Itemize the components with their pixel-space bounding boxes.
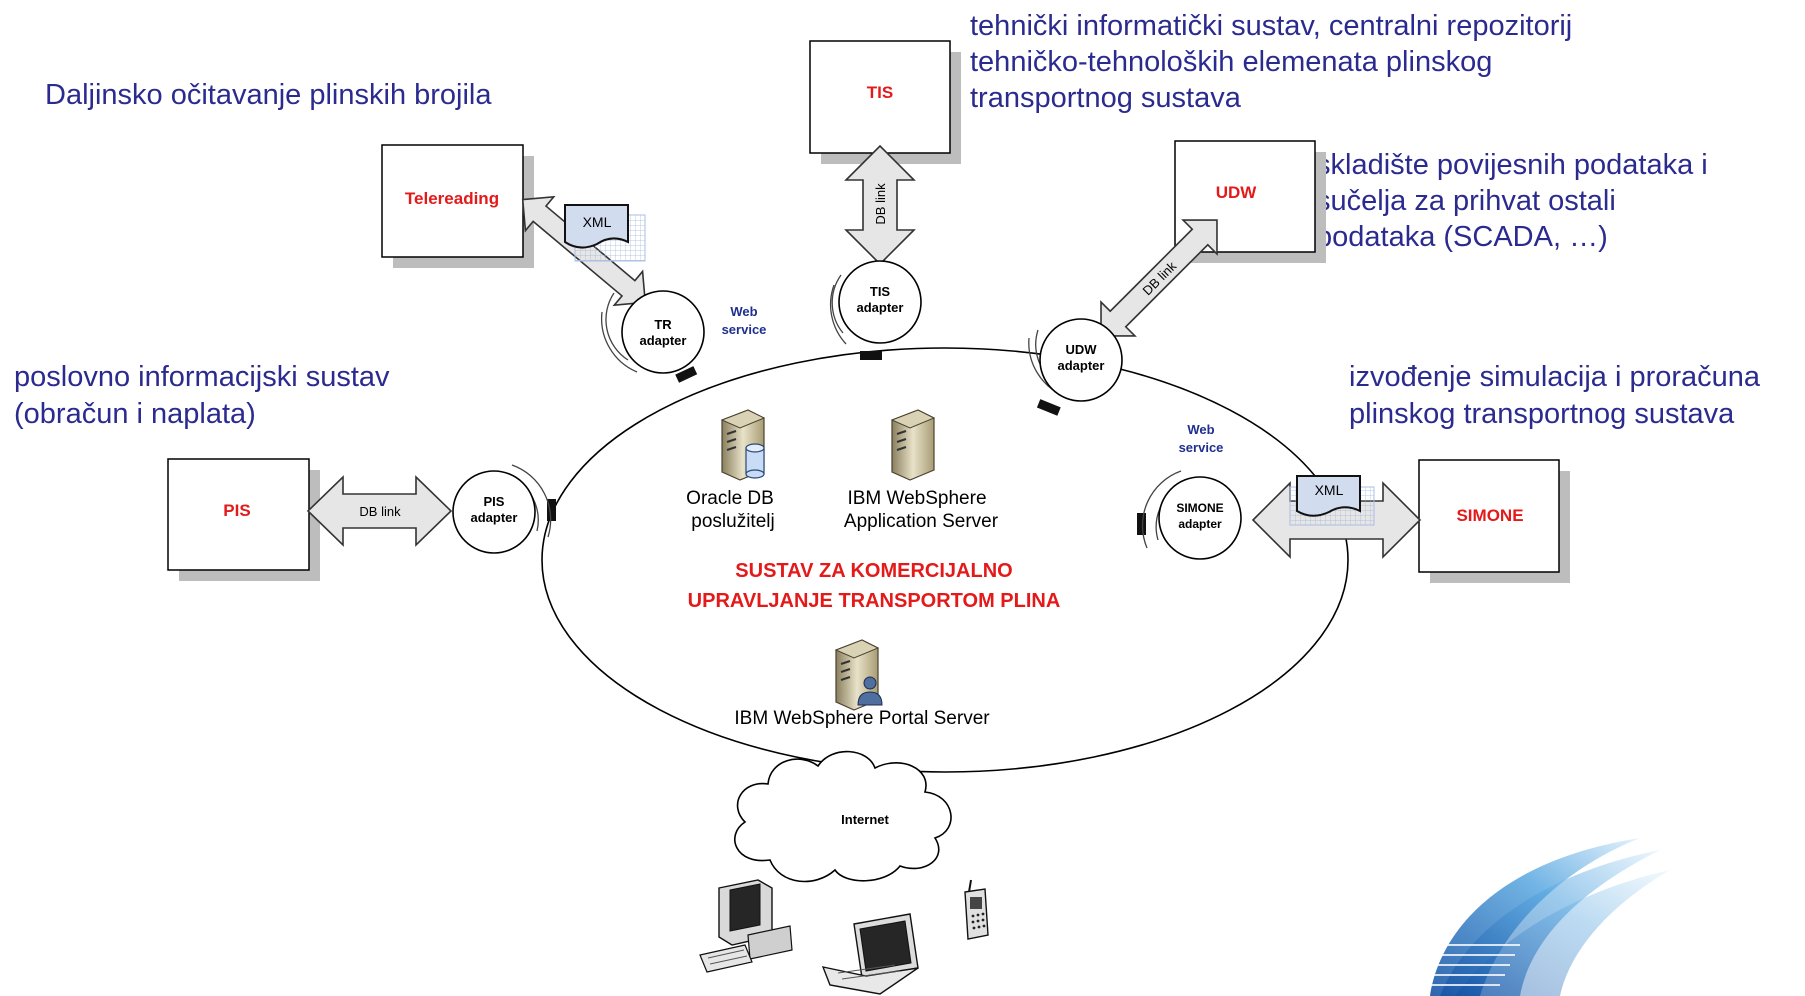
svg-text:adapter: adapter <box>1058 358 1105 373</box>
svg-text:poslovno informacijski sustav: poslovno informacijski sustav <box>14 361 390 393</box>
tis-link-arrow: DB link <box>844 144 916 266</box>
svg-text:adapter: adapter <box>1178 517 1222 531</box>
svg-text:Oracle DB: Oracle DB <box>686 488 774 509</box>
tis-description: tehnički informatički sustav, centralni … <box>970 10 1572 114</box>
svg-text:adapter: adapter <box>857 300 904 315</box>
tis-adapter: TIS adapter <box>829 260 922 345</box>
pis-description: poslovno informacijski sustav (obračun i… <box>14 361 390 430</box>
udw-description: skladište povijesnih podataka i sučelja … <box>1316 149 1708 253</box>
svg-text:tehničko-tehnoloških elemenata: tehničko-tehnoloških elemenata plinskog <box>970 46 1492 78</box>
svg-text:adapter: adapter <box>640 333 687 348</box>
mobile-phone-icon <box>964 879 989 940</box>
svg-text:IBM WebSphere Portal Server: IBM WebSphere Portal Server <box>734 708 990 729</box>
svg-text:Application Server: Application Server <box>844 511 999 532</box>
udw-adapter: UDW adapter <box>1028 318 1123 402</box>
svg-text:Web: Web <box>730 304 757 319</box>
pis-adapter: PIS adapter <box>452 464 552 554</box>
udw-label: UDW <box>1216 183 1258 202</box>
svg-text:(obračun i naplata): (obračun i naplata) <box>14 398 256 430</box>
svg-text:transportnog sustava: transportnog sustava <box>970 82 1242 114</box>
svg-text:TR: TR <box>654 317 672 332</box>
cloud-icon: Internet <box>734 750 952 883</box>
svg-text:izvođenje simulacija i proraču: izvođenje simulacija i proračuna <box>1349 361 1761 393</box>
svg-text:skladište povijesnih podataka: skladište povijesnih podataka i <box>1316 149 1708 181</box>
ellipse-connectors <box>547 351 1146 535</box>
xml-label-simone: XML <box>1315 482 1344 498</box>
websphere-portal-server: IBM WebSphere Portal Server <box>734 639 990 729</box>
svg-text:service: service <box>1179 440 1224 455</box>
logo-swirl-icon <box>1425 838 1670 996</box>
xml-document-icon: XML <box>564 204 646 262</box>
tis-system-box: TIS <box>809 40 961 164</box>
svg-text:plinskog transportnog sustava: plinskog transportnog sustava <box>1349 398 1735 430</box>
server-icon <box>890 409 936 481</box>
svg-text:Web: Web <box>1187 422 1214 437</box>
simone-system-box: SIMONE <box>1418 459 1570 583</box>
svg-text:UDW: UDW <box>1065 342 1097 357</box>
svg-text:IBM WebSphere: IBM WebSphere <box>847 488 986 509</box>
desktop-computer-icon <box>699 879 793 973</box>
svg-text:UPRAVLJANJE TRANSPORTOM PLINA: UPRAVLJANJE TRANSPORTOM PLINA <box>688 590 1061 612</box>
simone-label: SIMONE <box>1456 506 1523 525</box>
xml-document-icon: XML <box>1289 475 1375 526</box>
telereading-description: Daljinsko očitavanje plinskih brojila <box>45 79 492 111</box>
xml-label-tr: XML <box>583 214 612 230</box>
telereading-label: Telereading <box>405 189 499 208</box>
svg-text:SUSTAV ZA KOMERCIJALNO: SUSTAV ZA KOMERCIJALNO <box>735 560 1012 582</box>
svg-text:SIMONE: SIMONE <box>1176 501 1223 515</box>
websphere-application-server: IBM WebSphere Application Server <box>844 409 999 532</box>
pis-link-arrow: DB link <box>306 475 453 547</box>
tr-adapter: TR adapter <box>600 290 705 374</box>
simone-description: izvođenje simulacija i proračuna plinsko… <box>1349 361 1761 430</box>
simone-adapter: SIMONE adapter <box>1141 470 1242 560</box>
pis-system-box: PIS <box>167 458 320 581</box>
user-icon <box>857 676 883 706</box>
web-service-label-simone: Web service <box>1179 422 1224 455</box>
database-icon <box>745 443 765 479</box>
svg-text:DB link: DB link <box>873 183 888 225</box>
svg-text:DB link: DB link <box>359 504 401 519</box>
svg-text:sučelja za prihvat ostali: sučelja za prihvat ostali <box>1316 185 1616 217</box>
pis-label: PIS <box>223 501 250 520</box>
svg-text:tehnički informatički sustav,: tehnički informatički sustav, centralni … <box>970 10 1572 42</box>
svg-text:adapter: adapter <box>471 510 518 525</box>
oracle-db-server: Oracle DB poslužitelj <box>686 409 775 532</box>
svg-text:podataka (SCADA, …): podataka (SCADA, …) <box>1316 221 1608 253</box>
laptop-icon <box>821 913 919 995</box>
central-system-title: SUSTAV ZA KOMERCIJALNO UPRAVLJANJE TRANS… <box>688 560 1061 612</box>
svg-text:TIS: TIS <box>870 284 891 299</box>
svg-text:poslužitelj: poslužitelj <box>691 511 774 532</box>
svg-text:service: service <box>722 322 767 337</box>
tis-label: TIS <box>867 83 893 102</box>
telereading-system-box: Telereading <box>381 144 534 268</box>
web-service-label-tr: Web service <box>722 304 767 337</box>
internet-label: Internet <box>841 812 889 827</box>
svg-text:PIS: PIS <box>484 494 505 509</box>
